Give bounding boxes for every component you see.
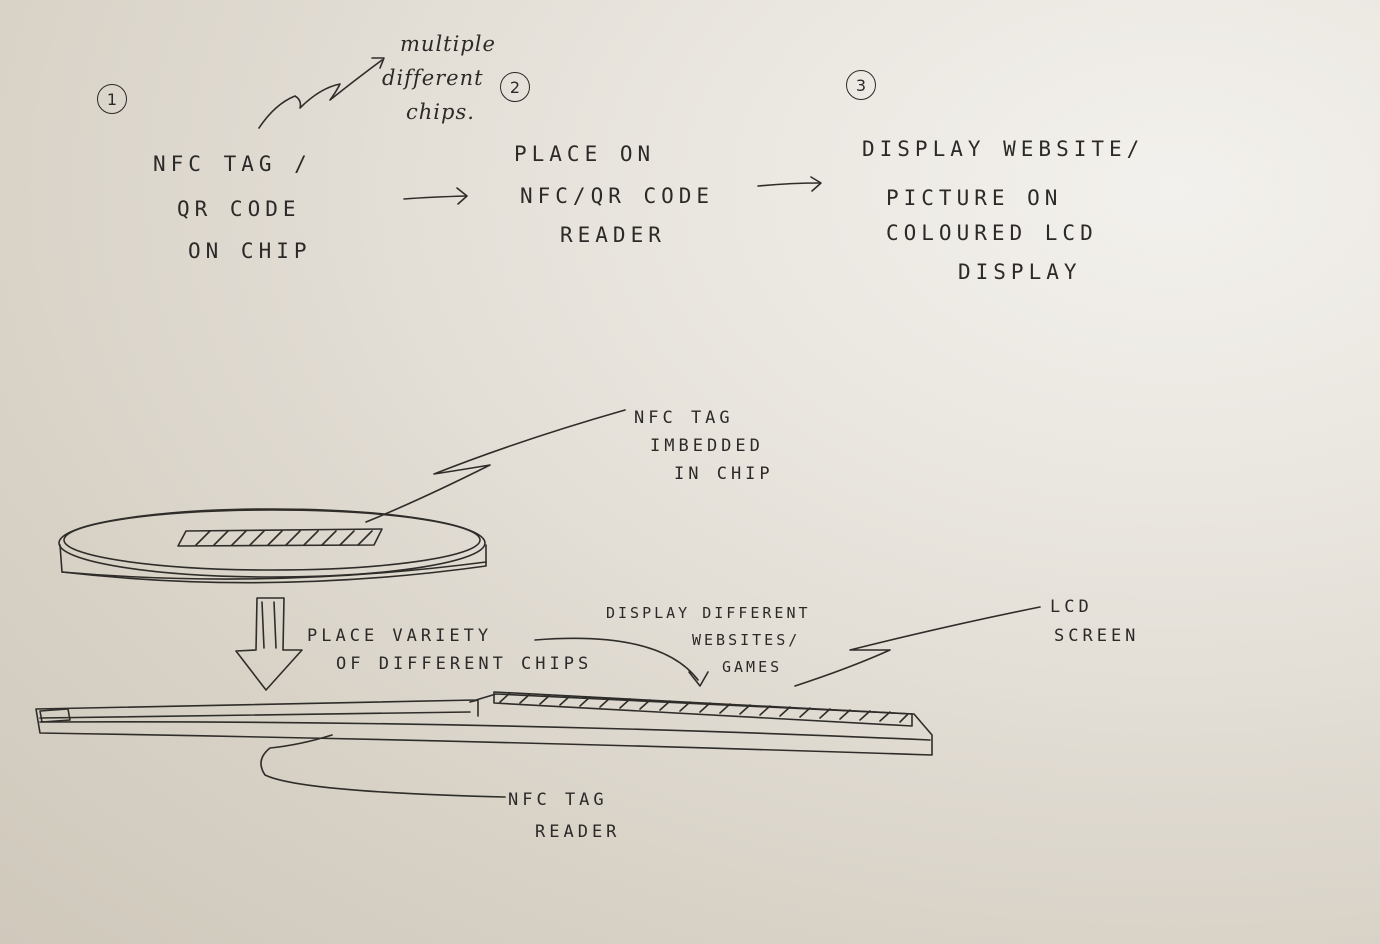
lcd-screen-line-1: LCD xyxy=(1050,597,1093,617)
display-different-line-1: DISPLAY DIFFERENT xyxy=(606,604,811,622)
nfc-tag-hatched xyxy=(177,528,383,547)
chip-disc xyxy=(58,508,487,584)
step-3-line-2: PICTURE ON xyxy=(886,186,1063,210)
nfc-reader-line-2: READER xyxy=(535,822,621,842)
step-2-number: 2 xyxy=(500,72,530,102)
place-variety-line-1: PLACE VARIETY xyxy=(307,626,493,646)
lcd-screen-line-2: SCREEN xyxy=(1054,626,1140,646)
nfc-tag-chip-line-1: NFC TAG xyxy=(634,408,734,428)
multiple-note-line-1: multiple xyxy=(400,32,496,56)
leader-nfc-tag-chip xyxy=(365,409,626,523)
leader-nfc-reader xyxy=(260,734,506,798)
multiple-note-line-2: different xyxy=(382,66,484,90)
step-1-line-2: QR CODE xyxy=(177,197,301,221)
display-different-line-2: WEBSITES/ xyxy=(692,631,801,649)
down-arrow xyxy=(235,597,303,691)
step-3-line-4: DISPLAY xyxy=(958,260,1082,284)
step-3-line-3: COLOURED LCD xyxy=(886,221,1098,245)
multiple-note-line-3: chips. xyxy=(406,100,475,124)
display-different-line-3: GAMES xyxy=(722,658,783,676)
arrow-step2-to-step3 xyxy=(757,176,822,192)
step-3-line-1: DISPLAY WEBSITE/ xyxy=(862,137,1145,161)
squiggle-arrow-multiple-chips xyxy=(258,57,385,129)
lcd-screen-hatched xyxy=(493,691,913,727)
reader-base xyxy=(35,693,933,756)
step-2-line-3: READER xyxy=(560,223,666,247)
nfc-tag-chip-line-2: IMBEDDED xyxy=(650,436,764,456)
step-2-line-1: PLACE ON xyxy=(514,142,656,166)
step-1-line-1: NFC TAG / xyxy=(153,152,312,176)
nfc-tag-chip-line-3: IN CHIP xyxy=(674,464,774,484)
place-variety-line-2: OF DIFFERENT CHIPS xyxy=(336,654,593,674)
step-1-line-3: ON CHIP xyxy=(188,239,312,263)
nfc-reader-line-1: NFC TAG xyxy=(508,790,608,810)
step-3-number: 3 xyxy=(846,70,876,100)
step-1-number: 1 xyxy=(97,84,127,114)
leader-lcd-screen xyxy=(794,606,1041,687)
curved-arrow-display xyxy=(534,637,709,687)
arrow-step1-to-step2 xyxy=(403,187,468,205)
step-2-line-2: NFC/QR CODE xyxy=(520,184,715,208)
